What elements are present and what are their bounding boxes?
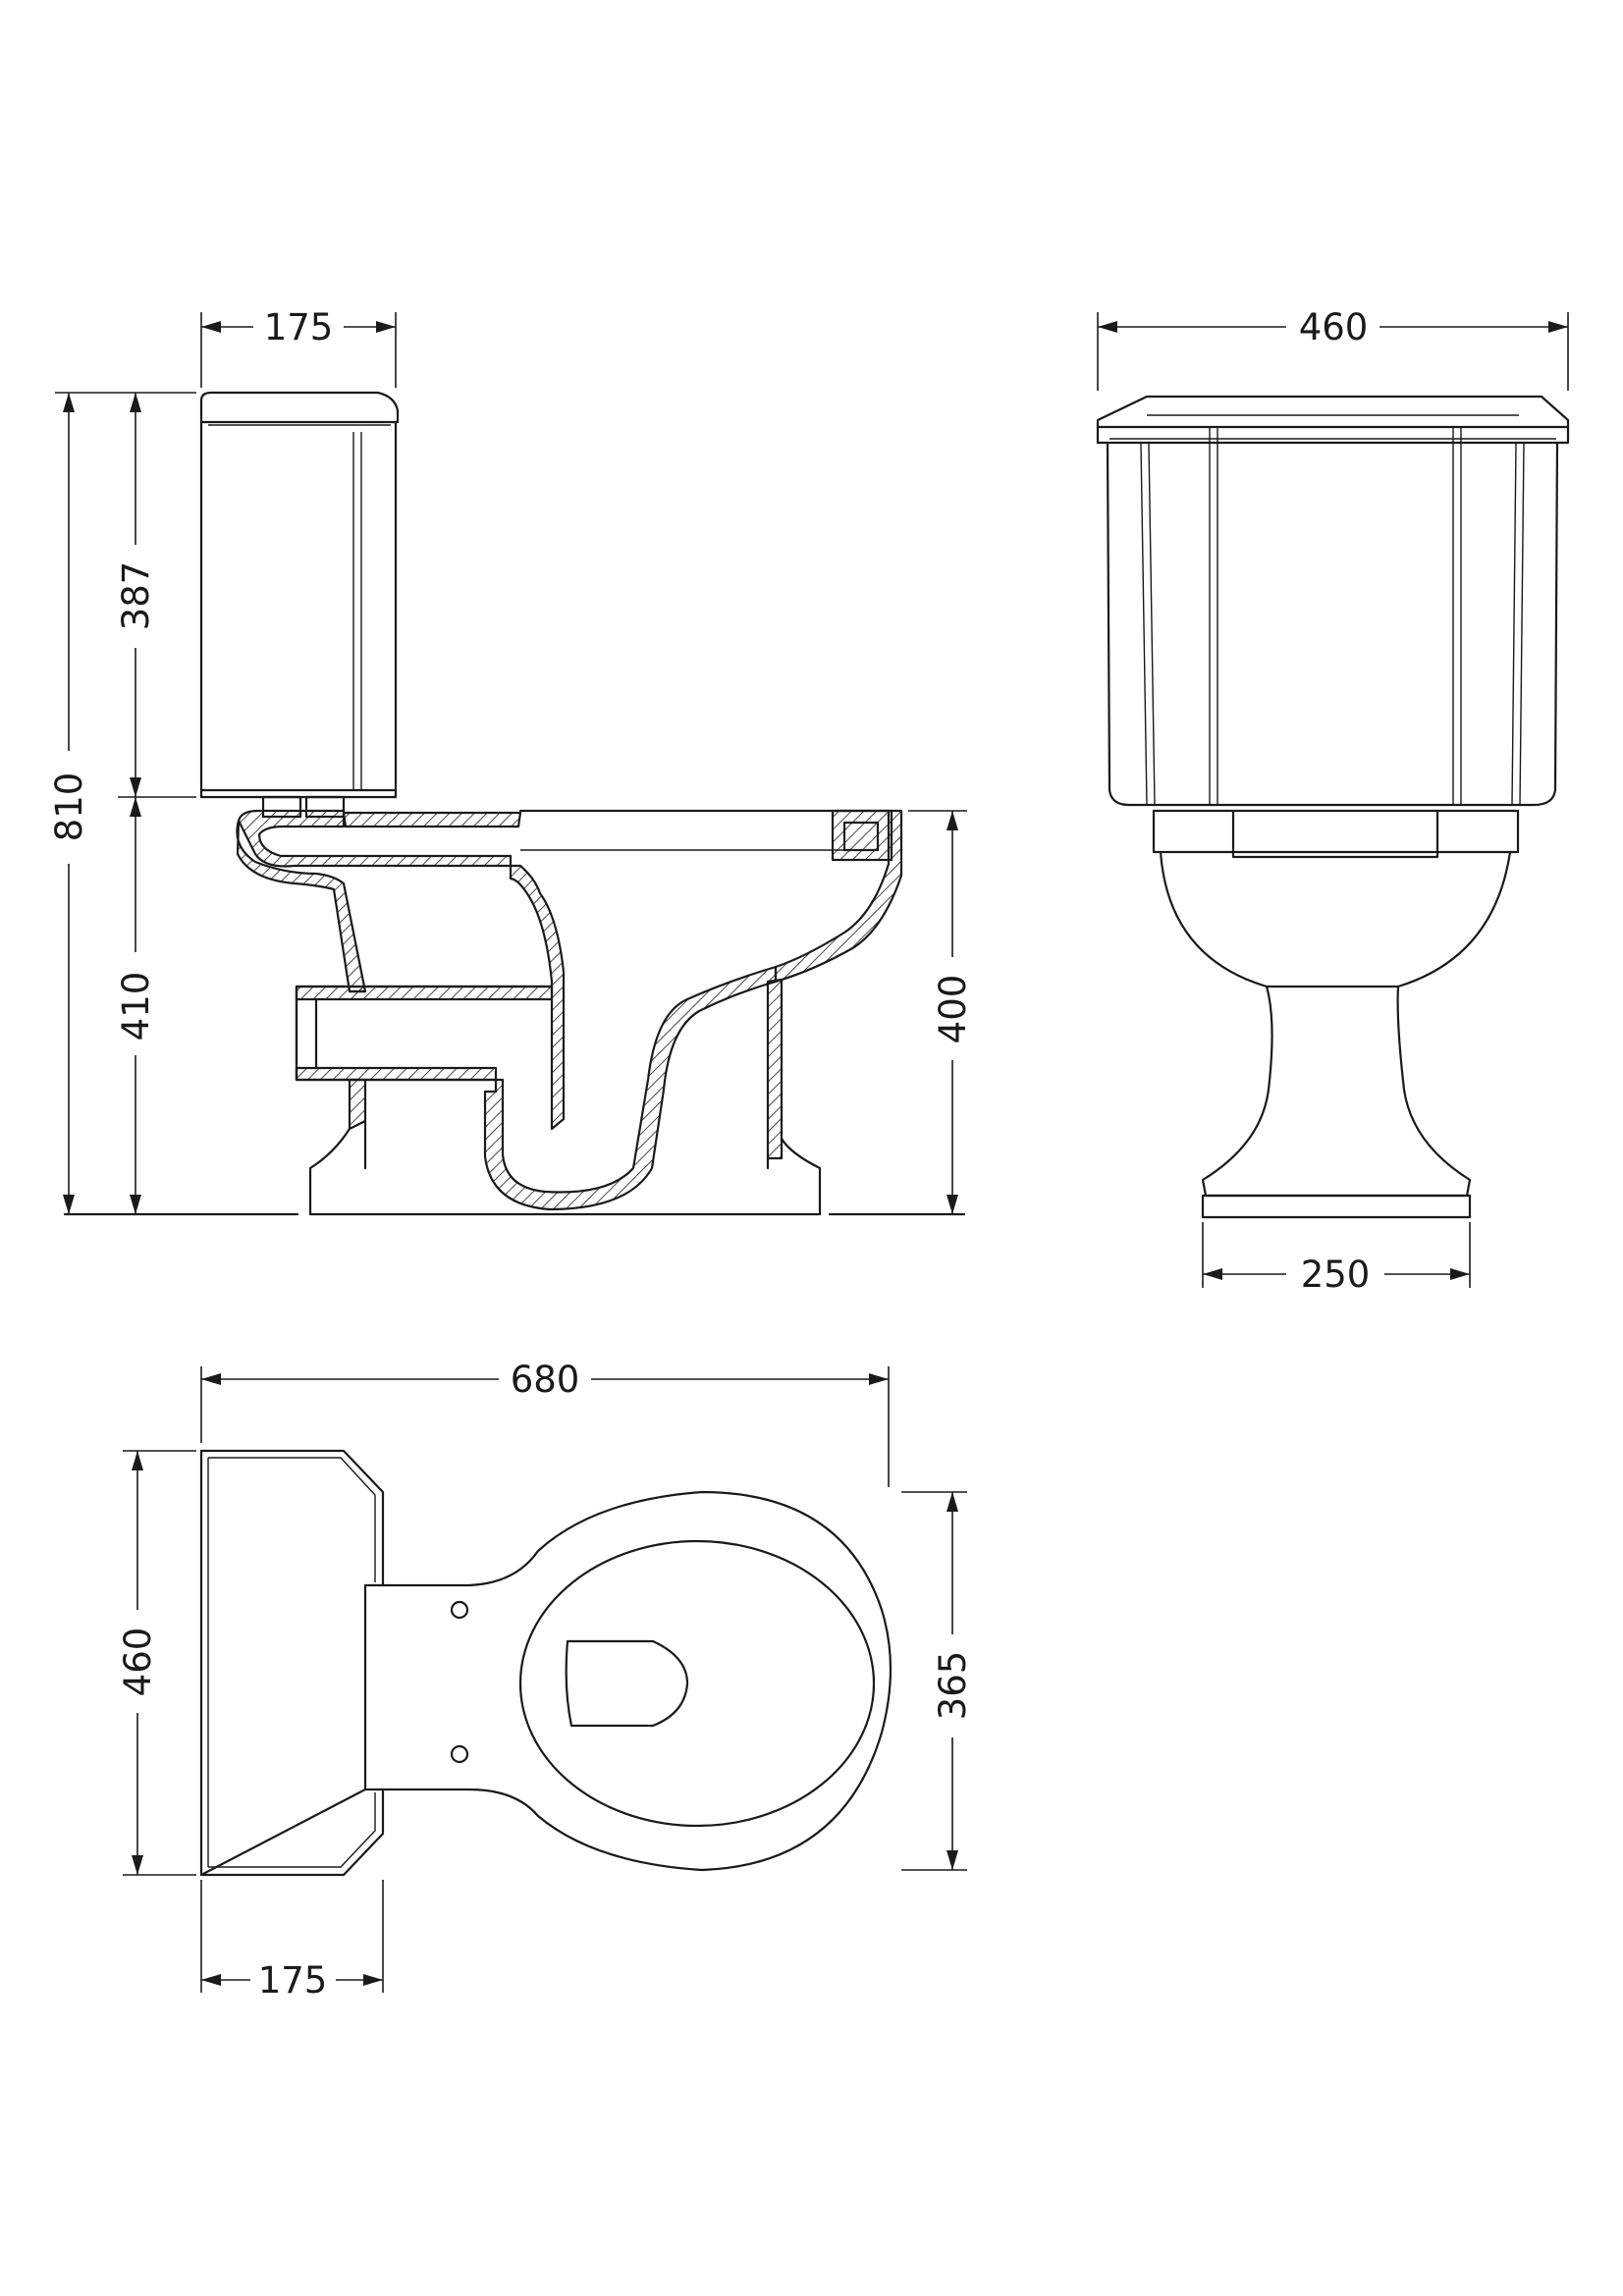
pan-height-right-label: 400: [932, 975, 974, 1044]
plan-length-label: 680: [511, 1359, 580, 1401]
front-cistern: [1096, 395, 1570, 807]
front-width-label: 460: [1299, 306, 1369, 348]
plan-cistern: [199, 1449, 385, 1877]
overall-height-label: 810: [48, 773, 90, 842]
front-pan: [1152, 809, 1520, 1219]
side-cistern: [199, 391, 400, 799]
bowl-width-label: 365: [932, 1651, 974, 1721]
side-view: 175 810 387 410: [48, 306, 974, 1216]
plan-width-label: 460: [117, 1628, 159, 1697]
side-dimensions: 175 810 387 410: [48, 306, 974, 1214]
pan-height-left-label: 410: [115, 972, 157, 1041]
tank-height-label: 387: [115, 561, 157, 631]
plan-view: 680 460 365 175: [117, 1359, 974, 2002]
front-dimensions: 460 250: [1097, 306, 1569, 1296]
pedestal-width-label: 250: [1301, 1254, 1371, 1296]
plan-pan: [381, 1490, 893, 1872]
side-tank-depth-label: 175: [264, 306, 334, 348]
side-pan: [63, 795, 966, 1216]
front-view: 460 250: [1096, 306, 1570, 1296]
plan-tank-depth-label: 175: [258, 1959, 328, 2002]
plan-dimensions: 680 460 365 175: [117, 1359, 974, 2002]
